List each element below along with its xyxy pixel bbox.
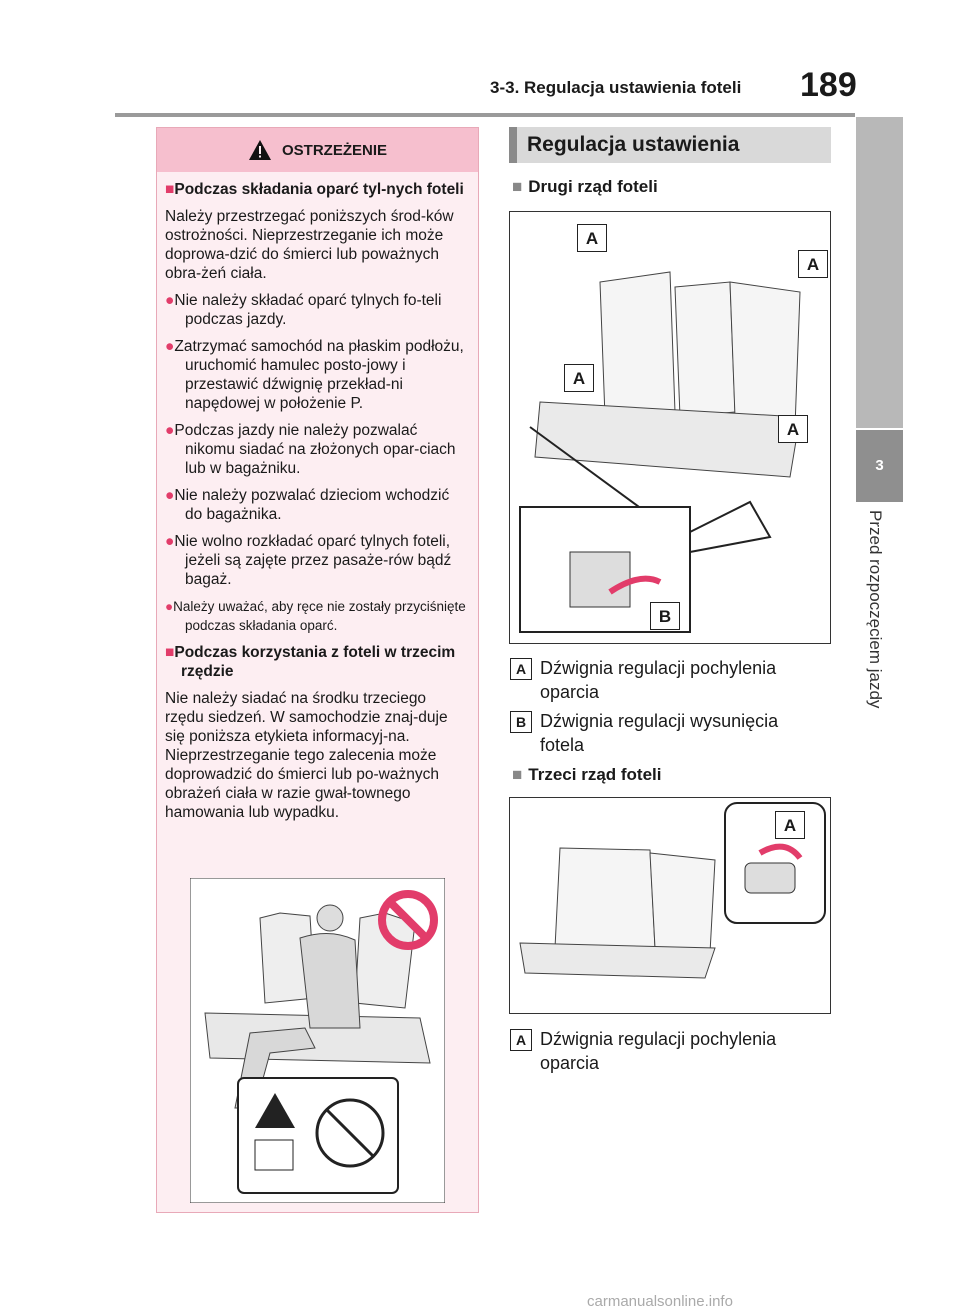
callout-b: B xyxy=(650,602,680,630)
callout-a: A xyxy=(577,224,607,252)
section-header: 3-3. Regulacja ustawienia foteli xyxy=(490,78,742,97)
middle-seat-warning-illustration xyxy=(190,878,445,1203)
callout-a: A xyxy=(564,364,594,392)
third-row-title: ■Trzeci rząd foteli xyxy=(512,765,662,784)
warning-icon xyxy=(248,140,271,160)
warning-paragraph-1: Należy przestrzegać poniższych środ-ków … xyxy=(165,208,454,282)
legend-key-b: B xyxy=(510,711,532,733)
chapter-label: Przed rozpoczęciem jazdy xyxy=(866,510,885,709)
second-row-figure: A A A A B xyxy=(509,211,831,644)
third-row-figure: A xyxy=(509,797,831,1014)
warning-bullet: ●Zatrzymać samochód na płaskim podłożu, … xyxy=(165,338,464,412)
warning-title: OSTRZEŻENIE xyxy=(281,141,387,159)
second-row-title: ■Drugi rząd foteli xyxy=(512,177,658,196)
header-rule xyxy=(115,113,855,117)
warning-bullet: ●Nie należy składać oparć tylnych fo-tel… xyxy=(165,292,442,328)
legend-text-b: Dźwignia regulacji wysunięcia fotela xyxy=(540,711,779,755)
side-strip xyxy=(856,117,903,428)
warning-bullet: ●Podczas jazdy nie należy pozwalać nikom… xyxy=(165,422,456,477)
legend-text-a: Dźwignia regulacji pochylenia oparcia xyxy=(540,1029,777,1073)
warning-paragraph-2: Nie należy siadać na środku trzeciego rz… xyxy=(165,690,448,821)
callout-a: A xyxy=(775,811,805,839)
second-row-seats-illustration xyxy=(519,271,801,633)
warning-box: OSTRZEŻENIE ■Podczas składania oparć tyl… xyxy=(156,127,479,1213)
section-title: Regulacja ustawienia xyxy=(509,127,831,163)
callout-a: A xyxy=(798,250,828,278)
warning-body: ■Podczas składania oparć tyl-nych foteli… xyxy=(157,172,478,822)
page-number: 189 xyxy=(800,66,857,104)
warning-heading-1: ■Podczas składania oparć tyl-nych foteli xyxy=(165,181,464,198)
warning-bullet: ●Należy uważać, aby ręce nie zostały prz… xyxy=(165,599,466,633)
chapter-tab[interactable]: 3 xyxy=(856,430,903,502)
legend-key-a: A xyxy=(510,1029,532,1051)
warning-bullet: ●Nie należy pozwalać dzieciom wchodzić d… xyxy=(165,487,450,523)
footer-watermark: carmanualsonline.info xyxy=(587,1293,733,1310)
warning-header: OSTRZEŻENIE xyxy=(157,128,478,172)
callout-a: A xyxy=(778,415,808,443)
legend-key-a: A xyxy=(510,658,532,680)
warning-heading-2: ■Podczas korzystania z foteli w trzecim … xyxy=(165,644,456,680)
warning-bullet: ●Nie wolno rozkładać oparć tylnych fotel… xyxy=(165,533,452,588)
section-title-bar xyxy=(509,127,517,163)
legend-text-a: Dźwignia regulacji pochylenia oparcia xyxy=(540,658,777,702)
